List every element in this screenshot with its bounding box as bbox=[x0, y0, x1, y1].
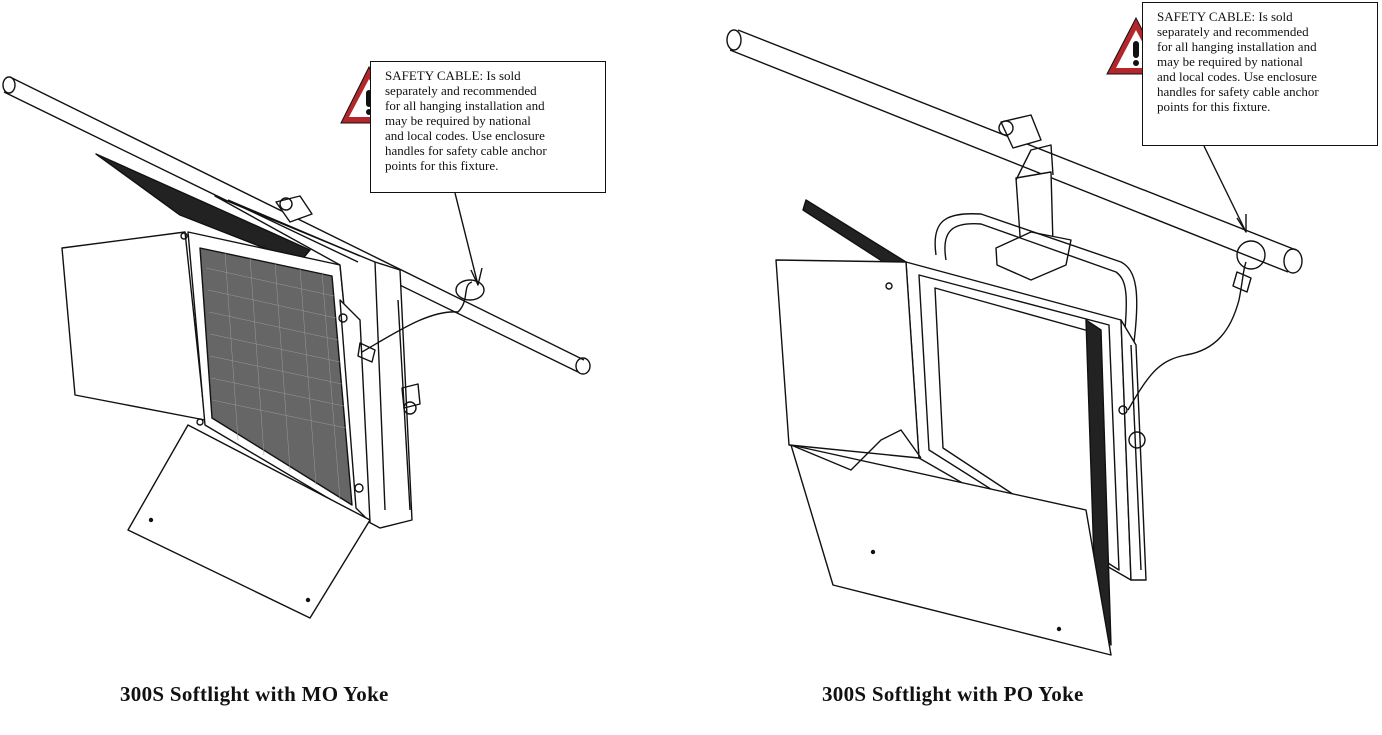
note-line: handles for safety cable anchor bbox=[385, 143, 547, 158]
callout-leader bbox=[1203, 145, 1247, 233]
note-line: points for this fixture. bbox=[385, 158, 499, 173]
note-line: SAFETY CABLE: Is sold bbox=[1157, 9, 1293, 24]
note-line: SAFETY CABLE: Is sold bbox=[385, 68, 521, 83]
note-line: and local codes. Use enclosure bbox=[385, 128, 545, 143]
note-line: may be required by national bbox=[385, 113, 531, 128]
safety-cable-note: SAFETY CABLE: Is sold separately and rec… bbox=[370, 61, 606, 193]
note-line: points for this fixture. bbox=[1157, 99, 1271, 114]
note-line: for all hanging installation and bbox=[385, 98, 545, 113]
note-line: handles for safety cable anchor bbox=[1157, 84, 1319, 99]
note-line: separately and recommended bbox=[1157, 24, 1309, 39]
softlight-po-yoke-drawing bbox=[726, 16, 1303, 656]
note-line: separately and recommended bbox=[385, 83, 537, 98]
note-line: may be required by national bbox=[1157, 54, 1303, 69]
safety-cable bbox=[1127, 261, 1247, 411]
figure-caption: 300S Softlight with PO Yoke bbox=[822, 682, 1084, 706]
note-line: for all hanging installation and bbox=[1157, 39, 1317, 54]
callout-leader bbox=[454, 192, 479, 286]
safety-cable bbox=[361, 281, 473, 353]
figure-mo-yoke: SAFETY CABLE: Is sold separately and rec… bbox=[2, 61, 606, 706]
note-line: and local codes. Use enclosure bbox=[1157, 69, 1317, 84]
safety-cable-note: SAFETY CABLE: Is sold separately and rec… bbox=[1142, 2, 1378, 146]
softlight-mo-yoke-drawing bbox=[2, 65, 591, 619]
figure-caption: 300S Softlight with MO Yoke bbox=[120, 682, 389, 706]
figure-po-yoke: SAFETY CABLE: Is sold separately and rec… bbox=[691, 0, 1382, 735]
